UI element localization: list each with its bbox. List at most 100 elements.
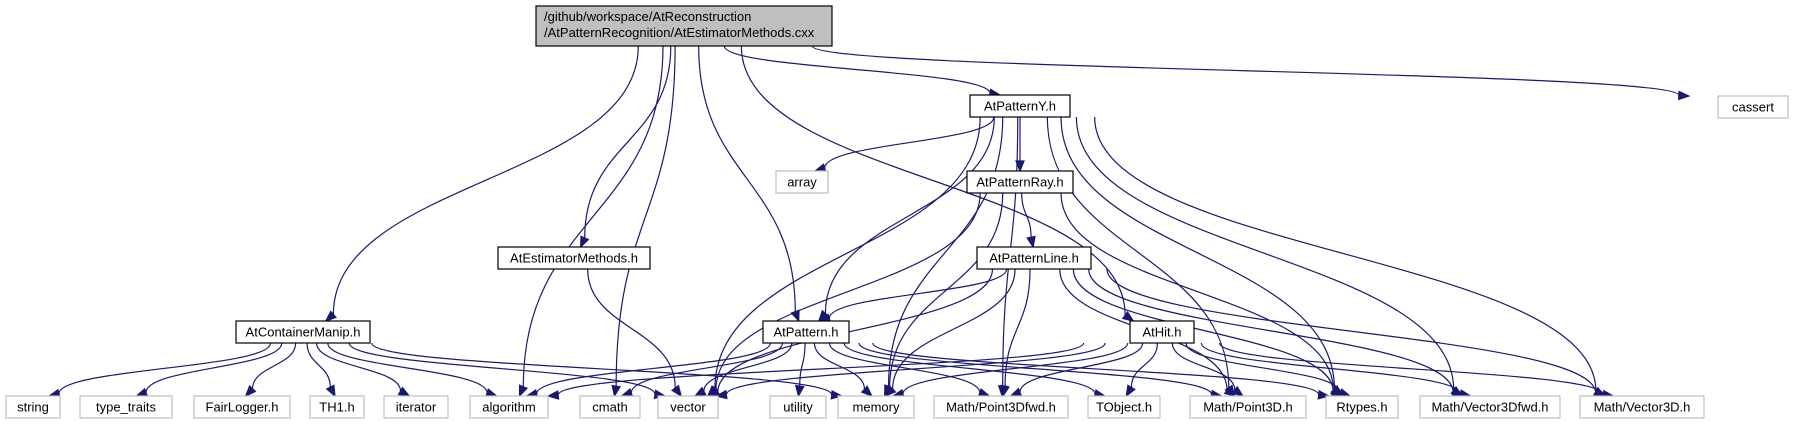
edge-root-to-atpatterny: [723, 45, 1002, 98]
node-label: TH1.h: [319, 400, 354, 415]
node-utility: utility: [769, 395, 827, 419]
edge-athit-to-point3dfwd: [1009, 342, 1144, 397]
node-athit[interactable]: AtHit.h: [1129, 320, 1195, 344]
edge-atcontainermanip-to-algorithm: [327, 342, 499, 398]
node-label: Math/Point3Dfwd.h: [946, 400, 1056, 415]
node-vector: vector: [657, 395, 719, 419]
node-label: Rtypes.h: [1336, 400, 1387, 415]
edge-root-to-atestimatormethods: [579, 45, 672, 249]
node-type_traits: type_traits: [79, 395, 173, 419]
node-box: [933, 395, 1069, 419]
node-rtypes: Rtypes.h: [1325, 395, 1399, 419]
node-box: [497, 246, 651, 270]
node-array: array: [775, 170, 829, 194]
edge-atcontainermanip-to-fairlogger: [244, 342, 297, 398]
node-label: memory: [853, 400, 900, 415]
node-box: [79, 395, 173, 419]
edge-root-to-athit: [740, 45, 1135, 322]
node-box: [1717, 95, 1789, 119]
edge-atpatterny-to-vector3dfwd: [1075, 116, 1464, 397]
node-label: array: [787, 175, 817, 190]
edge-atpattern-to-vector: [693, 342, 793, 397]
edge-atpatternray-to-atpatternline: [1021, 192, 1036, 249]
node-label: AtPatternRay.h: [976, 175, 1063, 190]
node-atpatternray[interactable]: AtPatternRay.h: [966, 170, 1074, 194]
node-box: [469, 395, 549, 419]
node-fairlogger: FairLogger.h: [193, 395, 291, 419]
node-box: [1129, 320, 1195, 344]
edge-atestimatormethods-to-vector: [587, 268, 683, 398]
node-algorithm: algorithm: [469, 395, 549, 419]
node-box: [769, 395, 827, 419]
node-root[interactable]: /github/workspace/AtReconstruction/AtPat…: [535, 5, 833, 47]
edge-atpatterny-to-vector3d: [1094, 116, 1607, 397]
edge-root-to-cmath: [611, 45, 676, 398]
edge-atcontainermanip-to-iterator: [315, 342, 411, 397]
edge-athit-to-algorithm: [546, 342, 1085, 400]
node-label: AtPattern.h: [773, 325, 838, 340]
node-box: [969, 94, 1071, 118]
node-label: iterator: [396, 400, 437, 415]
node-cmath: cmath: [579, 395, 641, 419]
node-label: Math/Vector3Dfwd.h: [1431, 400, 1548, 415]
node-label: cmath: [592, 400, 627, 415]
node-label: AtPatternY.h: [984, 99, 1056, 114]
edge-atpatternline-to-rtypes: [1072, 268, 1344, 397]
edge-atpattern-to-algorithm: [525, 342, 771, 399]
node-string: string: [5, 395, 61, 419]
node-box: [1087, 395, 1161, 419]
edge-atpattern-to-utility: [794, 342, 806, 398]
node-label: AtContainerManip.h: [246, 325, 361, 340]
node-label: string: [17, 400, 49, 415]
node-label: FairLogger.h: [206, 400, 279, 415]
node-atpattern[interactable]: AtPattern.h: [762, 320, 850, 344]
node-tobject: TObject.h: [1087, 395, 1161, 419]
node-label: /AtPatternRecognition/AtEstimatorMethods…: [544, 25, 815, 40]
edge-atpattern-to-rtypes: [872, 342, 1331, 400]
node-box: [5, 395, 61, 419]
node-label: cassert: [1732, 100, 1774, 115]
node-vector3dfwd: Math/Vector3Dfwd.h: [1419, 395, 1561, 419]
node-atpatterny[interactable]: AtPatternY.h: [969, 94, 1071, 118]
node-atestimatormethods[interactable]: AtEstimatorMethods.h: [497, 246, 651, 270]
node-box: [235, 320, 371, 344]
node-box: [309, 395, 365, 419]
node-atcontainermanip[interactable]: AtContainerManip.h: [235, 320, 371, 344]
node-th1: TH1.h: [309, 395, 365, 419]
node-label: vector: [670, 400, 706, 415]
nodes-layer: /github/workspace/AtReconstruction/AtPat…: [5, 5, 1789, 419]
node-label: TObject.h: [1096, 400, 1152, 415]
node-point3dfwd: Math/Point3Dfwd.h: [933, 395, 1069, 419]
node-box: [1419, 395, 1561, 419]
node-label: utility: [783, 400, 813, 415]
node-atpatternline[interactable]: AtPatternLine.h: [976, 246, 1092, 270]
node-box: [535, 5, 833, 47]
edge-athit-to-point3d: [1171, 342, 1245, 397]
node-iterator: iterator: [383, 395, 449, 419]
node-memory: memory: [837, 395, 915, 419]
node-label: Math/Vector3D.h: [1594, 400, 1691, 415]
node-vector3d: Math/Vector3D.h: [1579, 395, 1705, 419]
node-label: /github/workspace/AtReconstruction: [544, 9, 751, 24]
edge-root-to-atcontainermanip: [324, 45, 639, 323]
node-point3d: Math/Point3D.h: [1189, 395, 1307, 419]
edge-atpatternline-to-memory: [884, 268, 1016, 398]
node-label: AtEstimatorMethods.h: [510, 251, 638, 266]
node-box: [837, 395, 915, 419]
edge-atpatternline-to-point3dfwd: [1000, 268, 1031, 398]
node-cassert: cassert: [1717, 95, 1789, 119]
node-box: [976, 246, 1092, 270]
node-box: [762, 320, 850, 344]
edge-atpatterny-to-vector: [706, 116, 981, 398]
edges-layer: [47, 45, 1691, 400]
edge-atpatterny-to-atpatternray: [1015, 117, 1025, 173]
edge-atcontainermanip-to-string: [47, 342, 272, 399]
edge-root-to-cassert: [811, 45, 1691, 101]
node-box: [1325, 395, 1399, 419]
node-label: AtPatternLine.h: [989, 251, 1079, 266]
node-label: algorithm: [482, 400, 535, 415]
node-label: Math/Point3D.h: [1203, 400, 1293, 415]
node-box: [1189, 395, 1307, 419]
edge-atcontainermanip-to-th1: [306, 342, 336, 398]
